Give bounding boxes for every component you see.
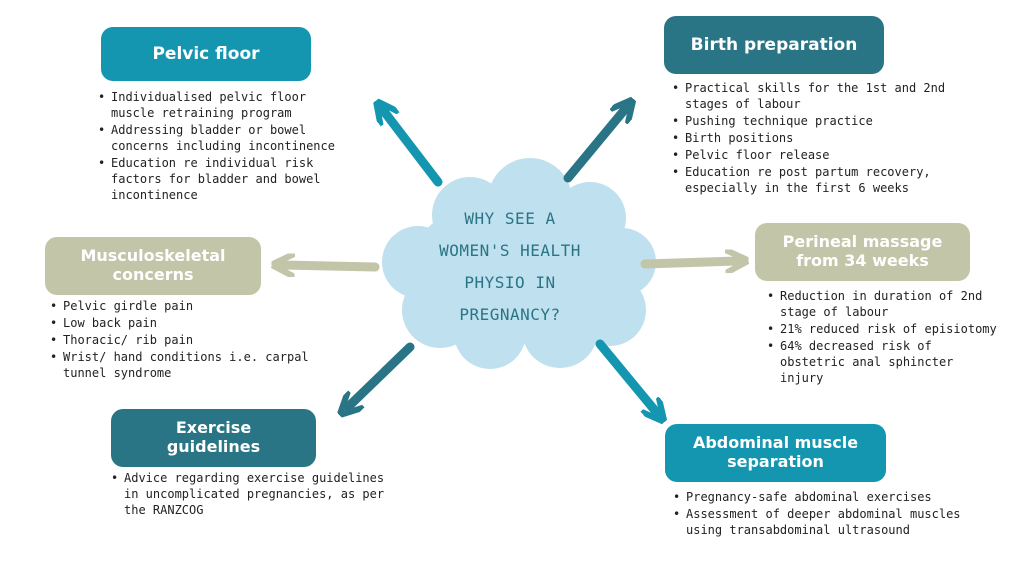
center-cloud — [382, 158, 656, 369]
perineal-massage-title: Perineal massage from 34 weeks — [755, 223, 970, 281]
list-item: Education re individual risk factors for… — [98, 155, 353, 203]
list-item: Low back pain — [50, 315, 322, 331]
list-item: Individualised pelvic floor muscle retra… — [98, 89, 353, 121]
list-item: Advice regarding exercise guidelines in … — [111, 470, 391, 518]
pelvic-floor-title: Pelvic floor — [101, 27, 311, 81]
arrow-to-exercise — [348, 342, 415, 407]
list-item: Practical skills for the 1st and 2nd sta… — [672, 80, 988, 112]
pelvic-floor-title-line: Pelvic floor — [152, 43, 260, 64]
pelvic-floor-list: Individualised pelvic floor muscle retra… — [98, 89, 353, 204]
list-item: Wrist/ hand conditions i.e. carpal tunne… — [50, 349, 322, 381]
birth-preparation-title: Birth preparation — [664, 16, 884, 74]
exercise-guidelines-list: Advice regarding exercise guidelines in … — [111, 470, 391, 519]
arrow-to-pelvic-floor — [383, 110, 443, 187]
perineal-massage-title-line: from 34 weeks — [796, 251, 929, 270]
list-item: Pushing technique practice — [672, 113, 988, 129]
center-line: WOMEN'S HEALTH — [439, 241, 581, 260]
perineal-massage-title-line: Perineal massage — [782, 232, 943, 252]
exercise-guidelines-title: Exercise guidelines — [111, 409, 316, 467]
musculoskeletal-title-line: Musculoskeletal — [80, 246, 226, 266]
perineal-massage-list: Reduction in duration of 2nd stage of la… — [767, 288, 997, 387]
list-item: Addressing bladder or bowel concerns inc… — [98, 122, 353, 154]
list-item: Pelvic girdle pain — [50, 298, 322, 314]
abdominal-separation-title-line: Abdominal muscle — [692, 433, 859, 453]
list-item: Assessment of deeper abdominal muscles u… — [673, 506, 985, 538]
list-item: Reduction in duration of 2nd stage of la… — [767, 288, 997, 320]
arrow-to-abdominal — [595, 339, 657, 413]
arrow-to-perineal-massage — [640, 261, 737, 264]
center-question: WHY SEE A WOMEN'S HEALTH PHYSIO IN PREGN… — [420, 203, 600, 331]
arrow-to-birth-preparation — [563, 108, 626, 183]
list-item: 64% decreased risk of obstetric anal sph… — [767, 338, 997, 386]
abdominal-separation-title-line: separation — [727, 452, 824, 471]
exercise-guidelines-title-line: Exercise — [175, 418, 252, 438]
musculoskeletal-title: Musculoskeletal concerns — [45, 237, 261, 295]
abdominal-separation-title: Abdominal muscle separation — [665, 424, 886, 482]
list-item: Thoracic/ rib pain — [50, 332, 322, 348]
center-line: PREGNANCY? — [459, 305, 561, 324]
birth-preparation-list: Practical skills for the 1st and 2nd sta… — [672, 80, 988, 197]
exercise-guidelines-title-line: guidelines — [166, 437, 261, 456]
birth-preparation-title-line: Birth preparation — [690, 34, 858, 55]
musculoskeletal-title-line: concerns — [112, 265, 194, 284]
musculoskeletal-list: Pelvic girdle pain Low back pain Thoraci… — [50, 298, 322, 382]
list-item: Pelvic floor release — [672, 147, 988, 163]
list-item: Birth positions — [672, 130, 988, 146]
center-line: WHY SEE A — [464, 209, 556, 228]
abdominal-separation-list: Pregnancy-safe abdominal exercises Asses… — [673, 489, 985, 539]
list-item: 21% reduced risk of episiotomy — [767, 321, 997, 337]
center-line: PHYSIO IN — [464, 273, 556, 292]
arrow-to-musculoskeletal — [283, 265, 380, 267]
list-item: Pregnancy-safe abdominal exercises — [673, 489, 985, 505]
list-item: Education re post partum recovery, espec… — [672, 164, 988, 196]
